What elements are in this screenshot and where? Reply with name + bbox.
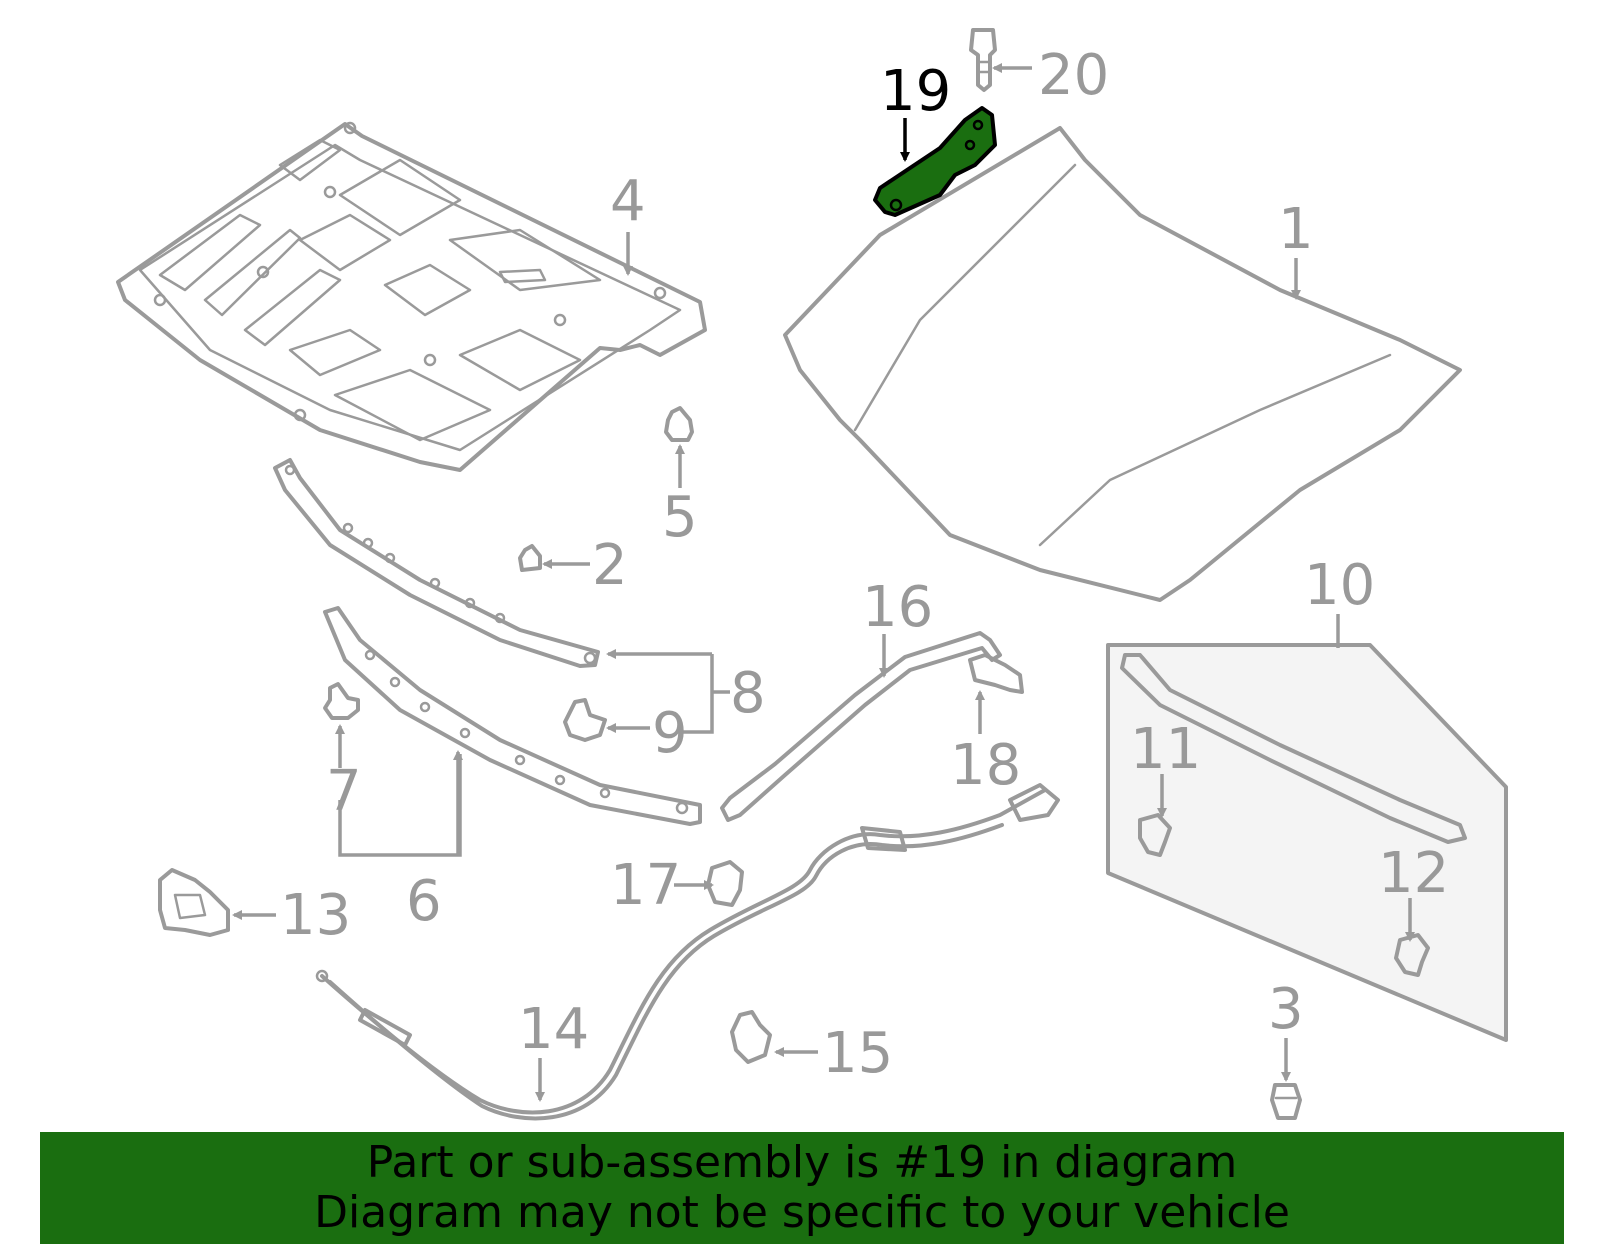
callout-20: 20 <box>1038 43 1109 108</box>
callout-2: 2 <box>592 533 628 598</box>
callout-19: 19 <box>880 59 951 124</box>
weatherstrip-part-8 <box>273 458 600 668</box>
bolt-part-20 <box>969 28 997 92</box>
clip-part-7 <box>323 682 360 720</box>
clip-part-5 <box>664 406 694 442</box>
callout-8: 8 <box>730 661 766 726</box>
callout-17: 17 <box>610 853 681 918</box>
callout-7: 7 <box>326 759 362 824</box>
callout-1: 1 <box>1278 197 1314 262</box>
callout-14: 14 <box>518 997 589 1062</box>
hood-insulator-part-4 <box>116 121 707 472</box>
banner-line-2: Diagram may not be specific to your vehi… <box>314 1187 1290 1238</box>
callout-labels: 1 2 3 4 5 6 7 8 9 10 11 12 13 14 15 16 1… <box>280 43 1449 1086</box>
callout-9: 9 <box>652 701 688 766</box>
prop-rod-part-16 <box>720 631 1002 822</box>
callout-10: 10 <box>1304 553 1375 618</box>
weatherstrip-part-6 <box>323 606 702 826</box>
banner-line-1: Part or sub-assembly is #19 in diagram <box>366 1137 1238 1188</box>
hood-hinge-part-19 <box>873 106 997 217</box>
clip-part-2 <box>518 544 542 572</box>
leader-lines <box>232 63 1415 1102</box>
clip-part-15 <box>730 1010 772 1064</box>
callout-6: 6 <box>406 869 442 934</box>
callout-11: 11 <box>1130 717 1201 782</box>
clip-part-12 <box>1394 933 1430 977</box>
callout-13: 13 <box>280 883 351 948</box>
callout-5: 5 <box>662 485 698 550</box>
callout-4: 4 <box>610 169 646 234</box>
info-banner: Part or sub-assembly is #19 in diagram D… <box>40 1132 1564 1244</box>
callout-12: 12 <box>1378 841 1449 906</box>
clip-part-9 <box>563 698 607 742</box>
callout-16: 16 <box>862 575 933 640</box>
clip-part-18 <box>968 653 1024 694</box>
release-cable-part-14 <box>315 783 1060 1121</box>
latch-part-13 <box>158 868 230 937</box>
callout-18: 18 <box>950 733 1021 798</box>
clip-part-17 <box>706 860 744 907</box>
grommet-part-3 <box>1270 1083 1302 1120</box>
hood-panel-part-1 <box>783 126 1462 602</box>
callout-15: 15 <box>822 1021 893 1086</box>
callout-3: 3 <box>1268 977 1304 1042</box>
